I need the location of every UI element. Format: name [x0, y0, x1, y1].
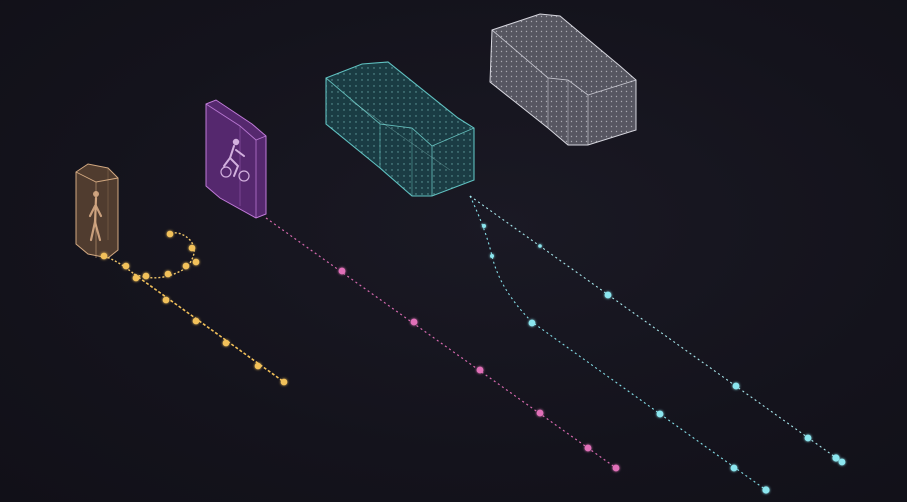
trajectory-node [164, 270, 172, 278]
trajectory-node [732, 382, 740, 390]
trajectory-node [192, 258, 200, 266]
cyclist-box [205, 99, 267, 219]
trajectory-node [832, 454, 840, 462]
trajectory-node [254, 362, 262, 370]
trajectory-node [188, 244, 196, 252]
pedestrian-figure [88, 191, 103, 242]
trajectory-node [476, 366, 484, 374]
car-box-grey [489, 13, 637, 146]
pedestrian-box [75, 163, 119, 259]
trajectory-node [536, 409, 544, 417]
trajectory-node [132, 274, 140, 282]
cyclist-trajectory [265, 217, 620, 472]
trajectory-node [838, 458, 846, 466]
trajectory-node [142, 272, 150, 280]
trajectory-node [538, 244, 542, 248]
trajectory-node [730, 464, 738, 472]
trajectory-node [804, 434, 812, 442]
trajectory-node [182, 262, 190, 270]
trajectory-node [528, 319, 536, 327]
trajectory-node [100, 252, 108, 260]
trajectory-node [584, 444, 592, 452]
car-teal-trajectory-curved [469, 195, 770, 494]
trajectory-node [604, 291, 612, 299]
car-teal-trajectory-straight [469, 195, 846, 466]
car-box-teal [325, 61, 475, 197]
trajectory-node [166, 230, 174, 238]
trajectory-node [656, 410, 664, 418]
trajectory-node [162, 296, 170, 304]
trajectory-node [762, 486, 770, 494]
trajectory-node [410, 318, 418, 326]
trajectory-node [490, 254, 494, 258]
trajectory-node [122, 262, 130, 270]
trajectory-node [338, 267, 346, 275]
trajectory-node [482, 224, 486, 228]
trajectory-node [612, 464, 620, 472]
trajectory-node [222, 339, 230, 347]
trajectory-node [280, 378, 288, 386]
trajectory-node [192, 317, 200, 325]
pedestrian-trajectory [100, 230, 288, 386]
cyclist-figure [220, 138, 250, 182]
